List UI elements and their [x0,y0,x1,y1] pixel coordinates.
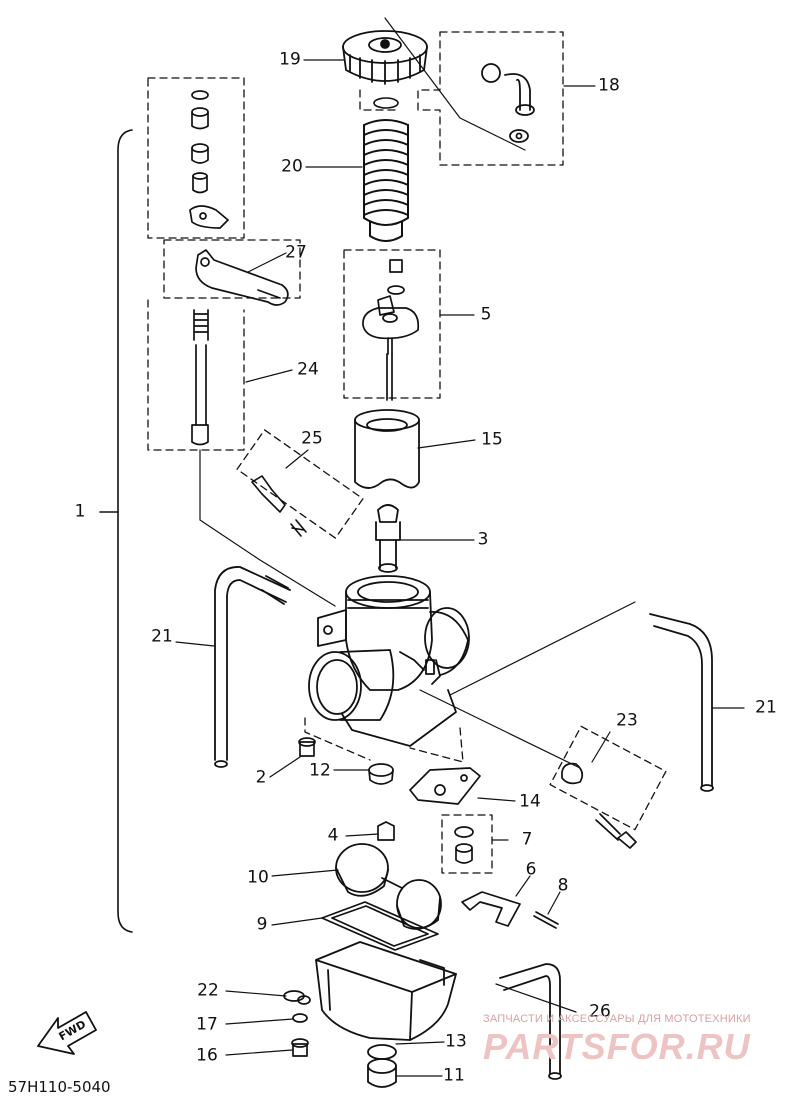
callout-11: 11 [443,1065,465,1086]
callout-13: 13 [445,1031,467,1052]
dashed-groups [147,31,667,874]
mixing-chamber-cap [342,30,428,85]
watermark-tagline: ЗАПЧАСТИ И АКСЕССУАРЫ ДЛЯ МОТОТЕХНИКИ [483,1013,751,1025]
callout-21-left: 21 [151,626,173,647]
overflow-hose [499,963,562,1080]
callout-4: 4 [327,825,339,846]
float-bowl [315,941,457,1041]
floats [335,843,442,930]
jet-needle-assembly [362,259,420,401]
callout-leaders [175,59,745,1077]
callout-9: 9 [256,914,268,935]
callout-10: 10 [247,867,269,888]
callout-20: 20 [281,156,303,177]
callout-16: 16 [196,1045,218,1066]
callout-1: 1 [74,501,86,522]
carburetor-body [308,575,470,747]
bowl-screws [283,990,311,1057]
assembly-bracket [117,129,133,933]
callout-26: 26 [589,1001,611,1022]
callout-23: 23 [616,710,638,731]
throttle-spring [363,119,409,242]
throttle-stop-screw-group [189,90,229,446]
callout-21-right: 21 [755,697,777,718]
watermark-logo: PARTSFOR.RU [483,1026,751,1067]
breather-hoses [214,566,714,792]
needle-jet [375,504,401,573]
fwd-arrow-icon [37,1011,97,1055]
float-bowl-gasket [321,901,439,951]
drain-plug [367,1044,397,1088]
callout-12: 12 [309,760,331,781]
part-code: 57H110-5040 [8,1078,111,1096]
air-vent-elbow [481,63,535,143]
throttle-valve [354,409,420,489]
jets-and-valves [377,821,474,864]
pilot-air-screw [251,475,307,537]
assembly-leaders [199,17,636,769]
callout-2: 2 [255,767,267,788]
callout-27: 27 [285,242,307,263]
throttle-lever [195,249,289,306]
callout-19: 19 [279,49,301,70]
callout-25: 25 [301,428,323,449]
cap-seal [373,97,399,109]
callout-3: 3 [477,529,489,550]
callout-14: 14 [519,791,541,812]
callout-18: 18 [598,75,620,96]
callout-5: 5 [480,304,492,325]
callout-17: 17 [196,1014,218,1035]
callout-24: 24 [297,359,319,380]
callout-15: 15 [481,429,503,450]
float-arm-pin [461,891,559,929]
float-bowl-fasteners [298,737,637,849]
callout-7: 7 [521,829,533,850]
callout-22: 22 [197,980,219,1001]
callout-8: 8 [557,875,569,896]
callout-6: 6 [525,859,537,880]
